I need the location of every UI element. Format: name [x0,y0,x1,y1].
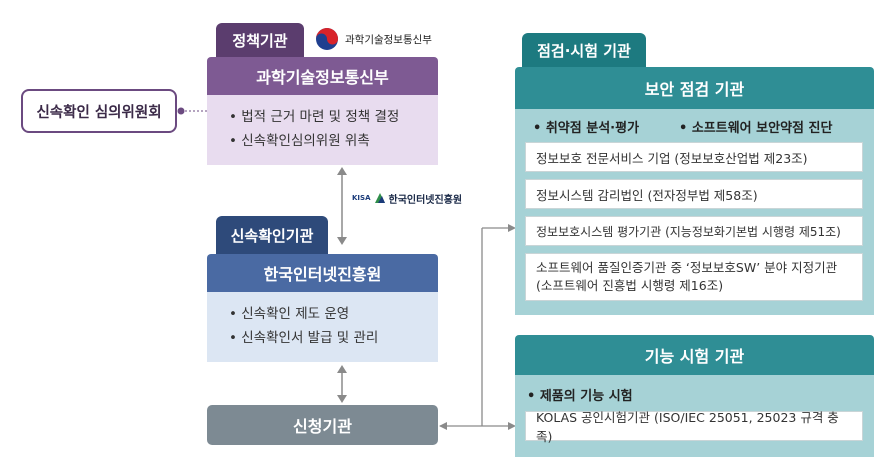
security-agency-box: 정보보호시스템 평가기관 (지능정보화기본법 시행령 제51조) [525,216,863,246]
policy-rapid-arrow [337,167,347,245]
rapid-item: 신속확인 제도 운영 [229,302,438,326]
security-agency-box: 정보시스템 감리법인 (전자정부법 제58조) [525,179,863,209]
security-bullet: • 취약점 분석·평가 [533,121,640,136]
rapid-applicant-arrow [337,365,347,403]
policy-agency-body: 법적 근거 마련 및 정책 결정 신속확인심의위원 위촉 [207,95,438,165]
ministry-logo-text: 과학기술정보통신부 [345,33,432,46]
security-inspection-body: • 취약점 분석·평가 • 소프트웨어 보안약점 진단 정보보호 전문서비스 기… [515,109,874,315]
rapid-agency-title: 한국인터넷진흥원 [207,254,438,292]
inspection-tab: 점검·시험 기관 [522,33,646,67]
security-agency-text: 소프트웨어 품질인증기관 중 ‘정보보호SW’ 분야 지정기관 (소프트웨어 진… [536,260,838,293]
security-bullet: • 소프트웨어 보안약점 진단 [679,121,833,136]
security-agency-text: 정보보호 전문서비스 기업 (정보보호산업법 제23조) [536,150,808,166]
function-bullet: • 제품의 기능 시험 [527,389,633,404]
rapid-agency-body: 신속확인 제도 운영 신속확인서 발급 및 관리 [207,292,438,362]
security-agency-box: 소프트웨어 품질인증기관 중 ‘정보보호SW’ 분야 지정기관 (소프트웨어 진… [525,253,863,301]
kolas-text: KOLAS 공인시험기관 (ISO/IEC 25051, 25023 규격 충족… [536,410,839,444]
security-agency-box: 정보보호 전문서비스 기업 (정보보호산업법 제23조) [525,142,863,172]
policy-agency-tab: 정책기관 [216,23,304,57]
committee-label: 신속확인 심의위원회 [36,104,162,121]
applicant-label: 신청기관 [293,417,352,436]
rapid-item: 신속확인서 발급 및 관리 [229,326,438,350]
applicant-box: 신청기관 [207,405,438,445]
security-agency-text: 정보시스템 감리법인 (전자정부법 제58조) [536,187,758,203]
committee-connector [177,107,207,115]
kisa-logo: KISA 한국인터넷진흥원 [352,188,472,208]
security-bullet-text: 취약점 분석·평가 [545,121,640,136]
function-test-body: • 제품의 기능 시험 KOLAS 공인시험기관 (ISO/IEC 25051,… [515,375,874,457]
kisa-logo-text: 한국인터넷진흥원 [388,194,463,206]
security-agency-text: 정보보호시스템 평가기관 (지능정보화기본법 시행령 제51조) [536,224,841,239]
ministry-logo: 과학기술정보통신부 [315,26,455,52]
applicant-inspection-connector [439,224,516,430]
security-inspection-title: 보안 점검 기관 [515,67,874,109]
policy-item: 신속확인심의위원 위촉 [229,129,438,153]
kisa-mark: KISA [352,194,371,202]
function-bullet-text: 제품의 기능 시험 [539,389,633,404]
policy-agency-title: 과학기술정보통신부 [207,57,438,95]
security-bullet-text: 소프트웨어 보안약점 진단 [691,121,833,136]
kisa-swoosh-icon [374,193,385,203]
kolas-box: KOLAS 공인시험기관 (ISO/IEC 25051, 25023 규격 충족… [525,410,863,444]
policy-item: 법적 근거 마련 및 정책 결정 [229,105,438,129]
function-test-title: 기능 시험 기관 [515,335,874,375]
rapid-agency-tab: 신속확인기관 [216,216,328,254]
taegeuk-emblem-icon [316,28,338,50]
committee-box: 신속확인 심의위원회 [21,89,177,133]
